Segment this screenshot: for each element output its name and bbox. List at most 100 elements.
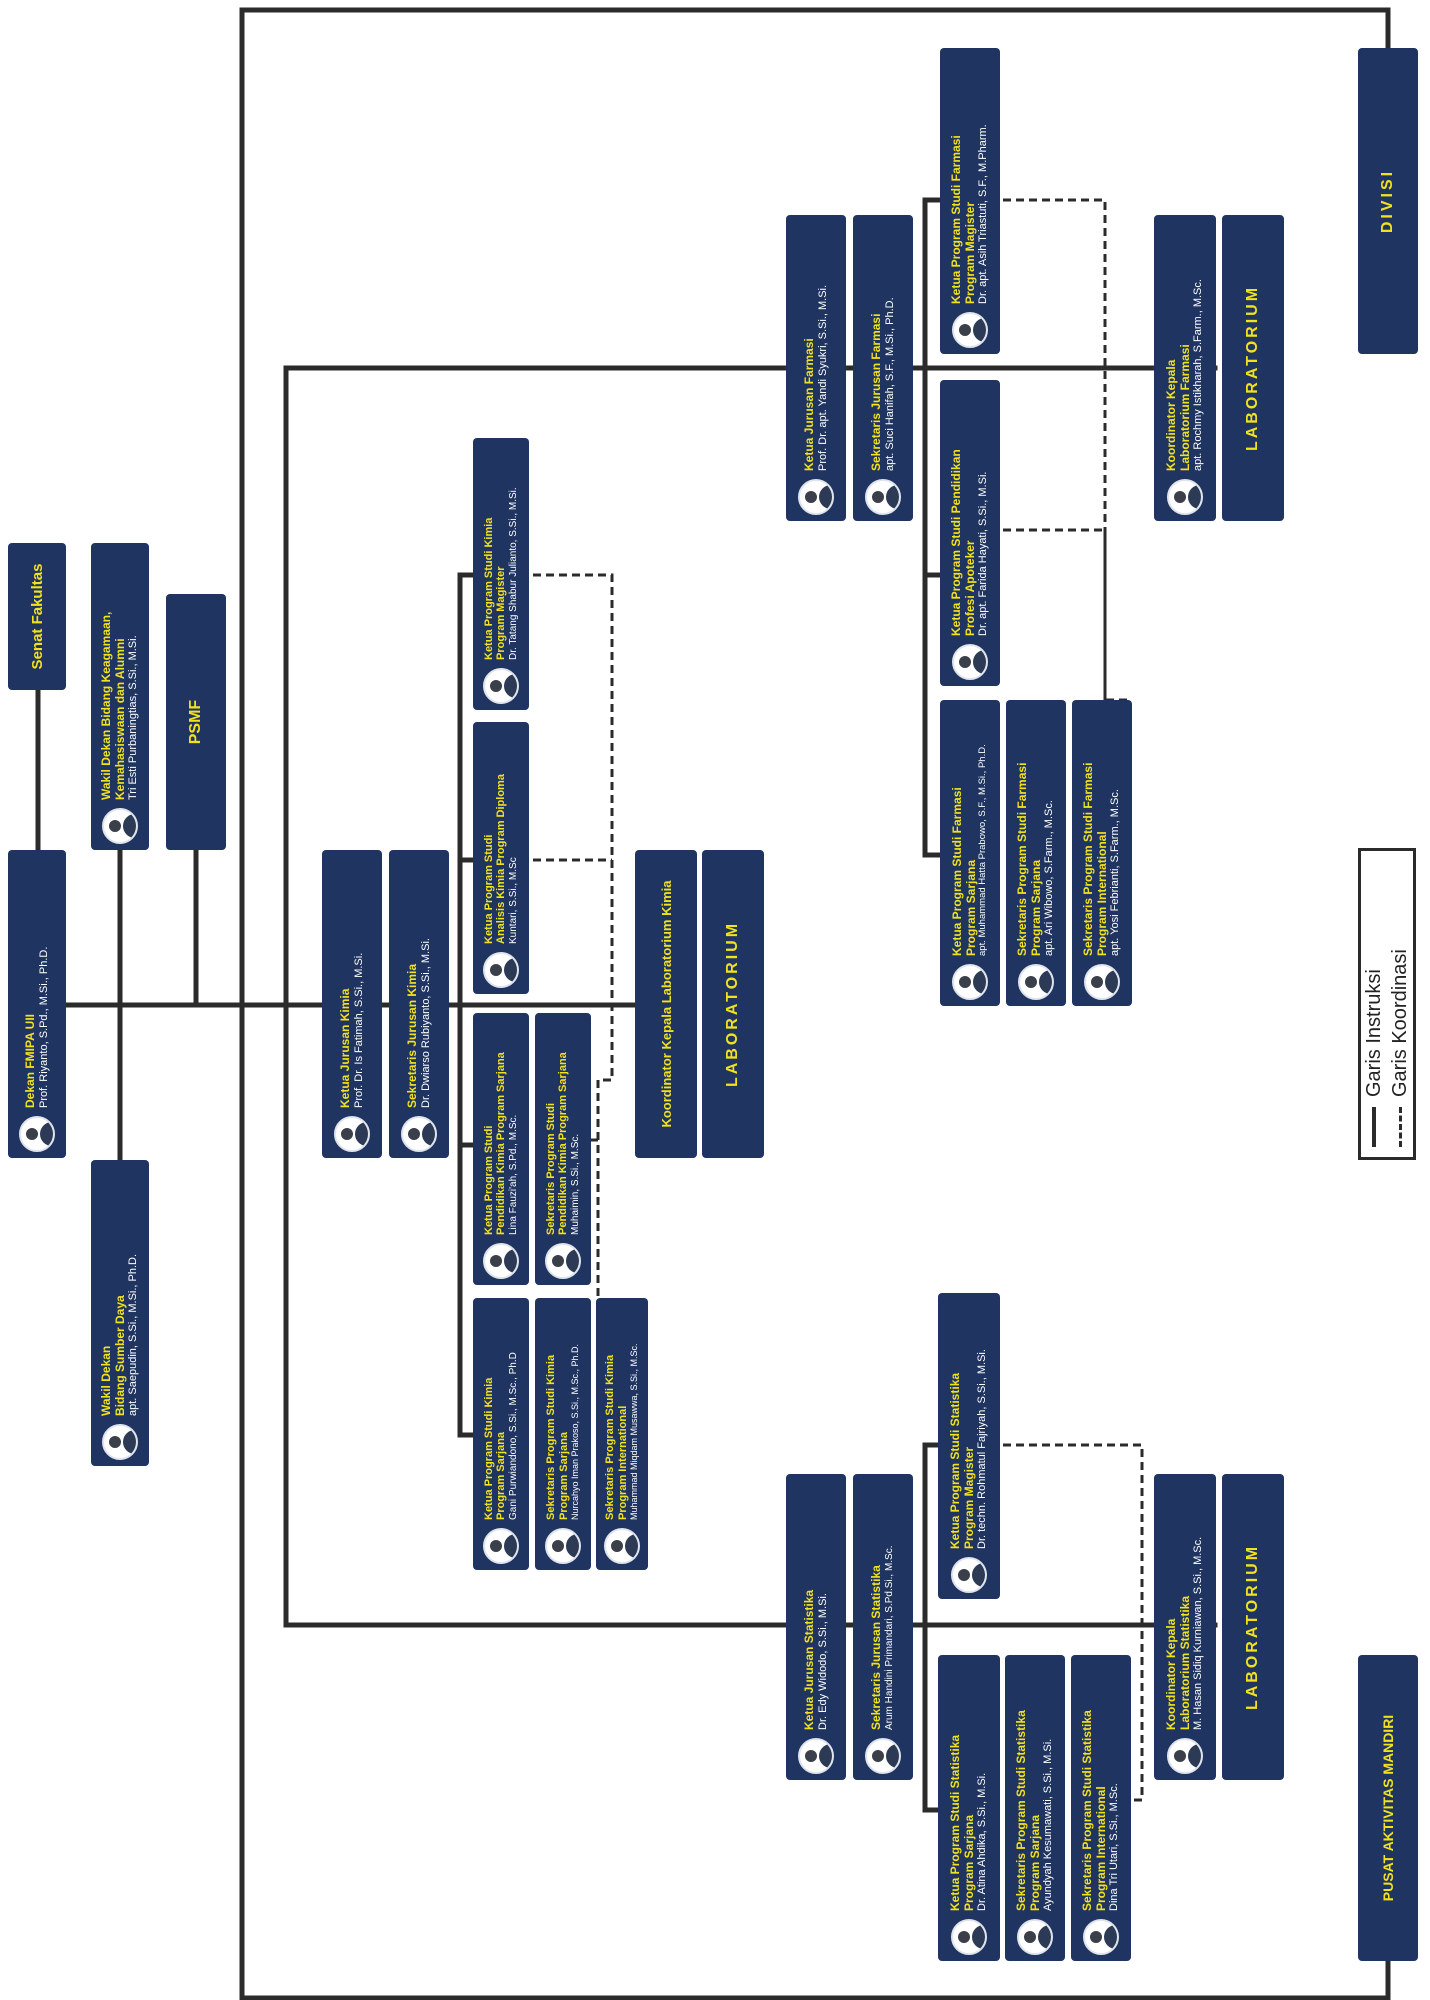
statistika-sps-international-title-1: Sekretaris Program Studi Statistika (1081, 1710, 1095, 1911)
kimia-sps-pendidikan-avatar (545, 1243, 581, 1279)
dekan-title: Dekan FMIPA UII (24, 947, 38, 1108)
wd-sumberdaya-avatar (102, 1424, 138, 1460)
legend-instruksi: Garis Instruksi (1362, 969, 1386, 1147)
farmasi-kps-magister-title-1: Ketua Program Studi Farmasi (950, 124, 964, 304)
farmasi-sps-sarjana-box: Sekretaris Program Studi Farmasi Program… (1006, 700, 1066, 1006)
farmasi-sps-international-title-1: Sekretaris Program Studi Farmasi (1082, 763, 1096, 956)
kimia-sps-sarjana-avatar (545, 1528, 581, 1564)
kimia-sps-sarjana-title-1: Sekretaris Program Studi Kimia (545, 1344, 558, 1520)
farmasi-sps-sarjana-name: apt. Ari Wibowo, S.Farm., M.Sc. (1043, 763, 1056, 956)
statistika-sps-international-box: Sekretaris Program Studi Statistika Prog… (1071, 1655, 1131, 1961)
kimia-kps-sarjana-title-1: Ketua Program Studi Kimia (483, 1352, 496, 1520)
farmasi-ketua-box: Ketua Jurusan Farmasi Prof. Dr. apt. Yan… (786, 215, 846, 521)
statistika-sps-sarjana-title-1: Sekretaris Program Studi Statistika (1015, 1710, 1029, 1911)
kimia-sps-international-name: Muhammad Miqdam Musawwa, S.Si., M.Sc. (629, 1343, 639, 1520)
farmasi-sekretaris-box: Sekretaris Jurusan Farmasi apt. Suci Han… (853, 215, 913, 521)
kimia-sps-pendidikan-box: Sekretaris Program Studi Pendidikan Kimi… (535, 1013, 591, 1285)
kimia-kps-magister-avatar (483, 668, 519, 704)
kimia-kps-magister-title-2: Program Magister (495, 487, 508, 660)
pusat-aktivitas-mandiri-label: PUSAT AKTIVITAS MANDIRI (1380, 1715, 1396, 1901)
statistika-kps-sarjana-avatar (951, 1919, 987, 1955)
farmasi-kps-sarjana-name: apt. Muhammad Hatta Prabowo, S.F., M.Si.… (978, 744, 989, 956)
farmasi-kps-apoteker-box: Ketua Program Studi Pendidikan Profesi A… (940, 380, 1000, 686)
farmasi-kps-magister-box: Ketua Program Studi Farmasi Program Magi… (940, 48, 1000, 354)
wd-keagamaan-name: Tri Esti Purbaningtias, S.Si., M.Si. (127, 612, 140, 800)
kimia-kps-diploma-name: Kuntari, S.Si., M.Sc (508, 774, 520, 944)
statistika-sps-international-name: Dina Tri Utari, S.Si., M.Sc. (1108, 1710, 1121, 1911)
dekan-box: Dekan FMIPA UII Prof. Riyanto, S.Pd., M.… (8, 850, 66, 1158)
kimia-kps-magister-box: Ketua Program Studi Kimia Program Magist… (473, 438, 529, 710)
farmasi-koord-lab-avatar (1167, 479, 1203, 515)
kimia-sps-international-title-2: Program International (617, 1343, 630, 1520)
farmasi-koord-lab-name: apt. Rochmy Istikharah, S.Farm., M.Sc. (1192, 279, 1205, 471)
statistika-kps-magister-name: Dr. techn. Rohmatul Fajriyah, S.Si., M.S… (976, 1349, 989, 1549)
divisi-label: DIVISI (1379, 169, 1397, 233)
statistika-kps-magister-title-1: Ketua Program Studi Statistika (949, 1349, 963, 1549)
senat-fakultas-label: Senat Fakultas (29, 564, 46, 670)
kimia-sps-pendidikan-title-2: Pendidikan Kimia Program Sarjana (557, 1052, 570, 1235)
wd-sumberdaya-title-2: Bidang Sumber Daya (114, 1254, 128, 1416)
farmasi-sps-international-avatar (1084, 964, 1120, 1000)
farmasi-sps-international-title-2: Program International (1096, 763, 1110, 956)
dashed-line-swatch (1399, 1107, 1402, 1147)
farmasi-kps-apoteker-name: Dr. apt. Farida Hayati, S.Si., M.Si. (977, 449, 990, 636)
kimia-kps-magister-title-1: Ketua Program Studi Kimia (483, 487, 496, 660)
psmf-label: PSMF (187, 700, 205, 744)
farmasi-kps-apoteker-title-2: Profesi Apoteker (964, 449, 978, 636)
statistika-kps-magister-title-2: Program Magister (963, 1349, 977, 1549)
kimia-sekretaris-box: Sekretaris Jurusan Kimia Dr. Dwiarso Rub… (389, 850, 449, 1158)
senat-fakultas-box: Senat Fakultas (8, 543, 66, 690)
statistika-sekretaris-name: Arum Handini Primandari, S.Pd.Si., M.Sc. (884, 1545, 896, 1730)
farmasi-koord-lab-title-2: Laboratorium Farmasi (1179, 279, 1193, 471)
wd-sumberdaya-box: Wakil Dekan Bidang Sumber Daya apt. Saep… (91, 1160, 149, 1466)
farmasi-sekretaris-title: Sekretaris Jurusan Farmasi (870, 297, 884, 471)
farmasi-kps-magister-avatar (952, 312, 988, 348)
statistika-ketua-name: Dr. Edy Widodo, S.Si., M.Si. (817, 1590, 830, 1730)
farmasi-sps-international-name: apt. Yosi Febrianti, S.Farm., M.Sc. (1109, 763, 1122, 956)
statistika-ketua-title: Ketua Jurusan Statistika (803, 1590, 817, 1730)
pusat-aktivitas-mandiri-box: PUSAT AKTIVITAS MANDIRI (1358, 1655, 1418, 1961)
wd-sumberdaya-name: apt. Saepudin, S.Si., M.Si., Ph.D. (127, 1254, 140, 1416)
farmasi-sps-international-box: Sekretaris Program Studi Farmasi Program… (1072, 700, 1132, 1006)
solid-line-swatch (1372, 1107, 1376, 1147)
kimia-kps-diploma-box: Ketua Program Studi Analisis Kimia Progr… (473, 722, 529, 994)
farmasi-kps-magister-title-2: Program Magister (964, 124, 978, 304)
kimia-kps-pendidikan-name: Lina Fauzi'ah, S.Pd., M.Sc. (508, 1052, 520, 1235)
statistika-kps-sarjana-title-2: Program Sarjana (963, 1735, 977, 1911)
statistika-sps-sarjana-avatar (1017, 1919, 1053, 1955)
statistika-kps-sarjana-name: Dr. Atina Ahdika, S.Si., M.Si. (976, 1735, 989, 1911)
statistika-sekretaris-title: Sekretaris Jurusan Statistika (870, 1545, 884, 1730)
kimia-ketua-box: Ketua Jurusan Kimia Prof. Dr. Is Fatimah… (322, 850, 382, 1158)
kimia-sps-sarjana-box: Sekretaris Program Studi Kimia Program S… (535, 1298, 591, 1570)
farmasi-sekretaris-avatar (865, 479, 901, 515)
kimia-sps-sarjana-name: Nurcahyo Iman Prakoso, S.Si., M.Sc., Ph.… (570, 1344, 580, 1520)
farmasi-kps-sarjana-title-1: Ketua Program Studi Farmasi (951, 744, 965, 956)
statistika-koord-lab-title-1: Koordinator Kepala (1165, 1537, 1179, 1730)
kimia-ketua-title: Ketua Jurusan Kimia (339, 953, 353, 1108)
statistika-sekretaris-box: Sekretaris Jurusan Statistika Arum Handi… (853, 1474, 913, 1780)
statistika-koord-lab-name: M. Hasan Sidiq Kurniawan, S.Si., M.Sc. (1192, 1537, 1205, 1730)
kimia-sps-pendidikan-title-1: Sekretaris Program Studi (545, 1052, 558, 1235)
statistika-kps-sarjana-box: Ketua Program Studi Statistika Program S… (938, 1655, 1000, 1961)
divisi-box: DIVISI (1358, 48, 1418, 354)
kimia-kps-pendidikan-box: Ketua Program Studi Pendidikan Kimia Pro… (473, 1013, 529, 1285)
kimia-kps-pendidikan-title-1: Ketua Program Studi (483, 1052, 496, 1235)
kimia-kps-pendidikan-title-2: Pendidikan Kimia Program Sarjana (495, 1052, 508, 1235)
statistika-sps-sarjana-name: Ayundyah Kesumawati, S.Si., M.Si. (1042, 1710, 1055, 1911)
farmasi-ketua-name: Prof. Dr. apt. Yandi Syukri, S.Si., M.Si… (817, 285, 830, 471)
legend-koordinasi: Garis Koordinasi (1388, 949, 1412, 1147)
kimia-kps-magister-name: Dr. Tatang Shabur Julianto, S.Si., M.Si. (508, 487, 520, 660)
frame-bottom-line (242, 1960, 1388, 1998)
statistika-koord-lab-avatar (1167, 1738, 1203, 1774)
farmasi-sps-sarjana-title-2: Program Sarjana (1030, 763, 1044, 956)
farmasi-ketua-title: Ketua Jurusan Farmasi (803, 285, 817, 471)
kimia-koord-lab-title: Koordinator Kepala Laboratorium Kimia (659, 880, 674, 1127)
kimia-sps-international-box: Sekretaris Program Studi Kimia Program I… (596, 1298, 648, 1570)
kimia-sps-international-title-1: Sekretaris Program Studi Kimia (604, 1343, 617, 1520)
kimia-kps-diploma-avatar (483, 952, 519, 988)
kimia-sekretaris-avatar (401, 1116, 437, 1152)
kimia-kps-sarjana-box: Ketua Program Studi Kimia Program Sarjan… (473, 1298, 529, 1570)
dekan-avatar (19, 1116, 55, 1152)
wd-keagamaan-avatar (102, 808, 138, 844)
statistika-ketua-box: Ketua Jurusan Statistika Dr. Edy Widodo,… (786, 1474, 846, 1780)
